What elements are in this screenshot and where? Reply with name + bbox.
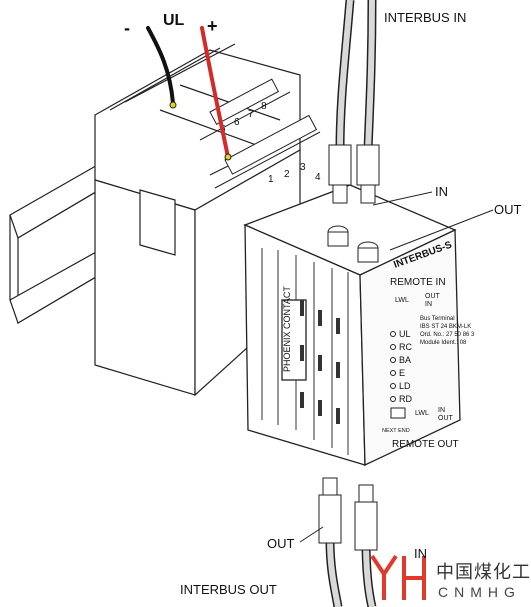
interbus-in-cables: [328, 0, 380, 204]
led-indicator: [390, 344, 396, 350]
remote-module: [243, 184, 461, 467]
terminal-8: 8: [261, 101, 267, 112]
wire-terminal-screw-black: [169, 101, 177, 109]
fiber-sockets-top: [327, 225, 379, 263]
next-end-switch: [390, 407, 406, 419]
in-bottom-label: IN: [414, 546, 427, 561]
fiber-plug-out-a: [318, 494, 342, 544]
led-indicator: [390, 396, 396, 402]
leader-out-bottom: [299, 526, 324, 543]
terminal-6: 6: [234, 117, 240, 128]
terminal-4: 4: [315, 172, 321, 183]
ul-label: UL: [163, 12, 185, 29]
led-label: RD: [399, 394, 412, 404]
terminal-3: 3: [300, 162, 306, 173]
info-line: Ord. No.: 27 50 86 3: [420, 332, 475, 338]
interbus-out-label: INTERBUS OUT: [180, 582, 277, 597]
switch-bottom-in: IN: [438, 407, 445, 414]
led-indicator: [390, 370, 396, 376]
info-line: Module Ident.: 08: [420, 340, 467, 346]
lwl-top-label: LWL: [395, 297, 409, 304]
info-line: IBS ST 24 BKM-LK: [420, 324, 471, 330]
switch-top-out: OUT: [425, 293, 441, 300]
led-indicator: [390, 331, 396, 337]
red-wire: [200, 26, 230, 159]
remote-out-label: REMOTE OUT: [392, 439, 459, 450]
logo-english-text: CNMHG: [438, 584, 521, 600]
switch-top-in: IN: [425, 301, 432, 308]
leader-in-top: [372, 191, 433, 206]
led-indicator: [390, 383, 396, 389]
out-top-label: OUT: [494, 202, 522, 217]
led-indicator: [390, 357, 396, 363]
fiber-plug-out-b: [354, 501, 378, 551]
logo-chinese-text: 中国煤化工: [436, 562, 531, 583]
info-block: Bus Terminal IBS ST 24 BKM-LK Ord. No.: …: [420, 316, 475, 346]
led-label: RC: [399, 342, 412, 352]
terminal-7: 7: [248, 109, 254, 120]
minus-label: -: [124, 18, 130, 38]
fiber-plug-in-b: [356, 144, 380, 186]
info-line: Bus Terminal: [420, 316, 455, 322]
led-label: UL: [399, 329, 411, 339]
leader-out-top: [389, 209, 494, 251]
in-top-label: IN: [435, 184, 448, 199]
vent-slots: [300, 300, 340, 424]
wire-terminal-screw-red: [224, 153, 232, 161]
led-label: E: [399, 368, 405, 378]
led-column: UL RC BA E LD RD: [390, 329, 412, 404]
remote-in-label: REMOTE IN: [390, 277, 446, 288]
led-label: LD: [399, 381, 411, 391]
cnmhg-logo-mark: [370, 554, 426, 600]
terminal-block: [199, 78, 321, 189]
interbus-in-label: INTERBUS IN: [384, 10, 467, 25]
switch-bottom-out: OUT: [438, 415, 454, 422]
terminal-2: 2: [284, 169, 290, 180]
terminal-1: 1: [268, 174, 274, 185]
next-end-label: NEXT END: [382, 428, 410, 434]
side-logo-text: PHOENIX CONTACT: [282, 286, 292, 372]
black-wire: [146, 26, 175, 105]
led-label: BA: [399, 355, 411, 365]
fiber-plug-in-a: [328, 144, 352, 186]
out-bottom-label: OUT: [267, 536, 295, 551]
plus-label: +: [207, 16, 218, 36]
lwl-bottom-label: LWL: [415, 410, 429, 417]
interbus-out-cables: [318, 477, 378, 607]
